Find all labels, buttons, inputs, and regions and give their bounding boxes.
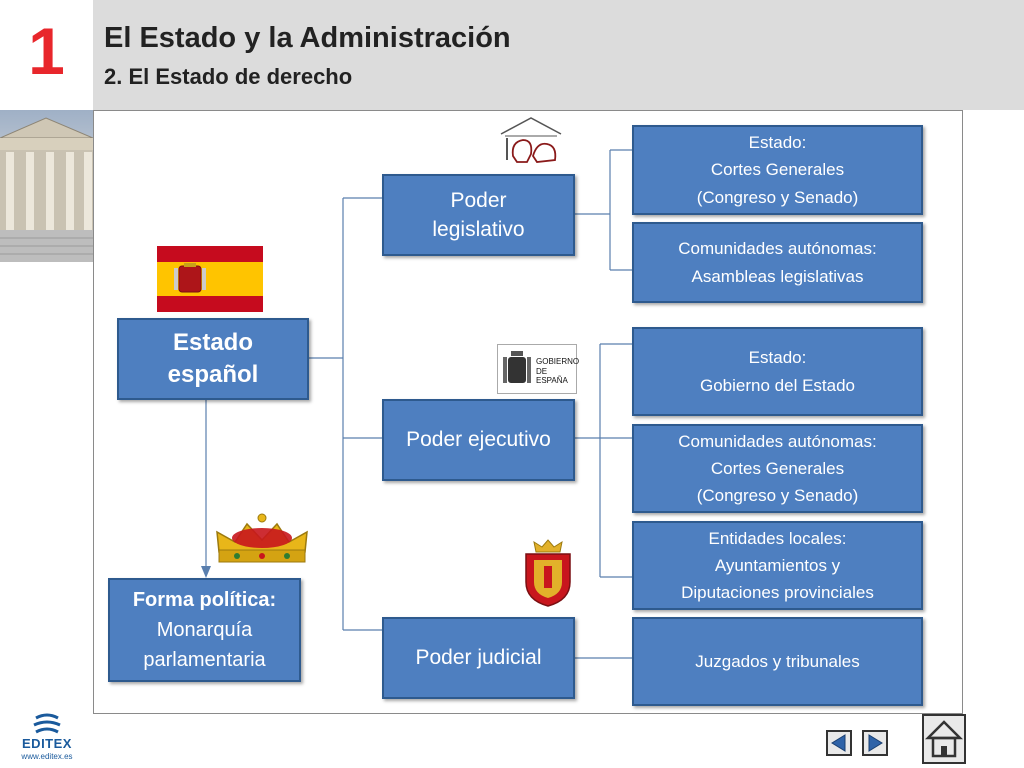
forma-politica-box: Forma política: Monarquía parlamentaria [108, 578, 301, 682]
diagram-frame [93, 110, 963, 714]
ejecutivo-ccaa-box: Comunidades autónomas: Cortes Generales … [632, 424, 923, 513]
gobierno-logo-text: GOBIERNO DE ESPAÑA [536, 357, 580, 386]
editex-logo-icon [33, 713, 61, 734]
triangle-left-icon [831, 734, 846, 752]
editex-url: www.editex.es [21, 752, 73, 761]
editex-logo: EDITEX www.editex.es [14, 710, 80, 762]
forma-politica-line2: parlamentaria [143, 649, 266, 671]
home-button[interactable] [922, 714, 966, 764]
legislativo-ccaa-box: Comunidades autónomas: Asambleas legisla… [632, 222, 923, 303]
chapter-number: 1 [28, 14, 65, 88]
next-slide-button[interactable] [862, 730, 888, 756]
home-icon [924, 720, 964, 758]
poder-judicial-box: Poder judicial [382, 617, 575, 699]
triangle-right-icon [868, 734, 883, 752]
editex-logo-text: EDITEX [22, 736, 72, 751]
page-subtitle: 2. El Estado de derecho [104, 64, 353, 89]
gobierno-espana-logo: GOBIERNO DE ESPAÑA [497, 344, 580, 394]
forma-politica-title: Forma política: [132, 589, 277, 611]
header-bar: 1 El Estado y la Administración 2. El Es… [0, 0, 1024, 110]
coat-of-arms-icon [503, 351, 531, 383]
crown-icon [216, 513, 308, 563]
congreso-lions-icon [500, 117, 562, 163]
congreso-building-image [0, 110, 93, 262]
poder-legislativo-box: Poder legislativo [382, 174, 575, 256]
judicial-emblem-icon [525, 539, 571, 607]
page-title: El Estado y la Administración [104, 22, 511, 54]
forma-politica-line1: Monarquía [156, 619, 253, 641]
estado-espanol-box: Estado español [117, 318, 309, 400]
poder-ejecutivo-box: Poder ejecutivo [382, 399, 575, 481]
spain-flag-icon [157, 246, 263, 312]
chapter-badge: 1 [0, 0, 93, 110]
judicial-juzgados-box: Juzgados y tribunales [632, 617, 923, 706]
ejecutivo-estado-box: Estado: Gobierno del Estado [632, 327, 923, 416]
ejecutivo-entidades-box: Entidades locales: Ayuntamientos y Diput… [632, 521, 923, 610]
prev-slide-button[interactable] [826, 730, 852, 756]
legislativo-estado-box: Estado: Cortes Generales (Congreso y Sen… [632, 125, 923, 215]
